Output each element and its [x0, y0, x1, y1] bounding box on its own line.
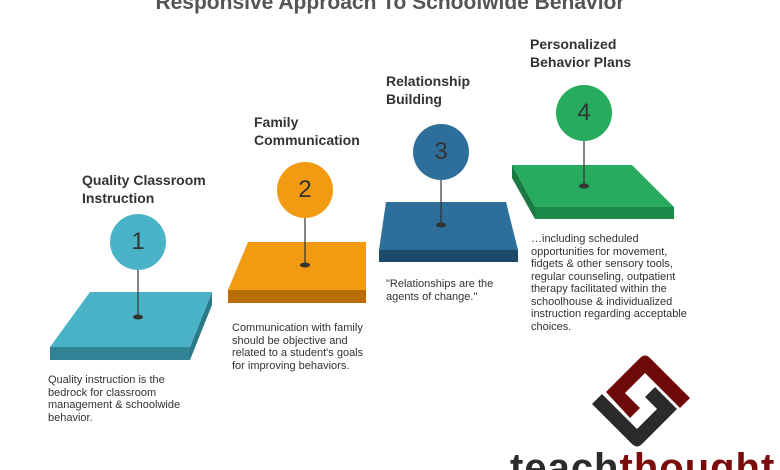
- step-3-number-circle: 3: [413, 124, 469, 180]
- brand-wordmark: teachthought: [510, 446, 775, 470]
- step-4-number-circle: 4: [556, 85, 612, 141]
- platform-1: [50, 292, 212, 360]
- platform-4: [512, 165, 674, 219]
- step-4-heading: Personalized Behavior Plans: [530, 36, 632, 70]
- step-1-heading: Quality Classroom Instruction: [82, 172, 206, 206]
- step-2-number-circle: 2: [277, 162, 333, 218]
- page-title: Responsive Approach To Schoolwide Behavi…: [155, 0, 625, 14]
- step-1-number-circle: 1: [110, 214, 166, 270]
- step-3-description: "Relationships are the agents of change.…: [386, 278, 494, 303]
- brand-part-2: thought: [619, 446, 776, 470]
- platform-2: [228, 242, 366, 303]
- step-3-heading: Relationship Building: [386, 73, 471, 107]
- platform-3: [379, 202, 518, 262]
- step-2-description: Communication with family should be obje…: [232, 322, 364, 372]
- step-2-heading: Family Communication: [254, 114, 360, 148]
- step-4-description: …including scheduled opportunities for m…: [531, 233, 687, 333]
- teachthought-logo: [592, 355, 690, 447]
- step-1-description: Quality instruction is the bedrock for c…: [48, 374, 181, 424]
- brand-part-1: teach: [510, 446, 620, 470]
